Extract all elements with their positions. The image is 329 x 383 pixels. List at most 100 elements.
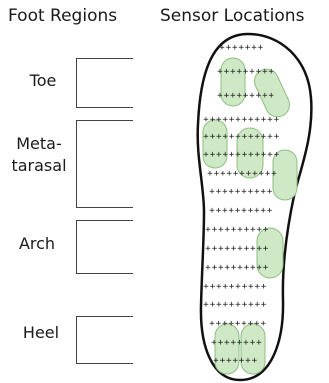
sensor-marker: + xyxy=(235,282,241,292)
sensor-marker: + xyxy=(254,115,260,125)
sensor-marker: + xyxy=(216,300,222,310)
sensor-marker: + xyxy=(213,356,219,366)
sensor-marker: + xyxy=(231,263,237,273)
sensor-marker: + xyxy=(216,150,222,160)
sensor-marker: + xyxy=(241,187,247,197)
sensor-marker: + xyxy=(203,115,209,125)
sensor-marker: + xyxy=(229,150,235,160)
sensor-marker: + xyxy=(254,206,260,216)
sensor-marker: + xyxy=(261,150,267,160)
sensor-marker: + xyxy=(216,319,222,329)
sensor-marker: + xyxy=(228,187,234,197)
sensor-marker: + xyxy=(252,356,258,366)
sensor-marker: + xyxy=(274,115,280,125)
sensor-marker: + xyxy=(236,91,242,101)
sensor-marker: + xyxy=(244,244,250,254)
sensor-marker: + xyxy=(203,300,209,310)
sensor-marker: + xyxy=(218,338,224,348)
sensor-marker: + xyxy=(212,225,218,235)
sensor-marker: + xyxy=(228,206,234,216)
sensor-marker: + xyxy=(251,43,257,53)
sensor-marker: + xyxy=(256,338,262,348)
sensor-marker: + xyxy=(250,244,256,254)
sensor-marker: + xyxy=(222,115,228,125)
sensor-marker: + xyxy=(203,282,209,292)
sensor-marker: + xyxy=(210,300,216,310)
sensor-marker: + xyxy=(222,150,228,160)
sensor-marker: + xyxy=(260,187,266,197)
sensor-marker: + xyxy=(267,132,273,142)
sensor-marker: + xyxy=(226,169,232,179)
sensor-marker: + xyxy=(256,225,262,235)
sensor-marker: + xyxy=(252,169,258,179)
sensor-marker: + xyxy=(224,244,230,254)
sensor-marker: + xyxy=(222,319,228,329)
sensor-marker: + xyxy=(260,206,266,216)
sensor-marker: + xyxy=(245,356,251,366)
sensor-marker: + xyxy=(260,319,266,329)
sensor-marker: + xyxy=(239,169,245,179)
sensor-marker: + xyxy=(242,282,248,292)
sensor-marker: + xyxy=(248,150,254,160)
sensor-marker: + xyxy=(219,43,225,53)
sensor-marker: + xyxy=(249,91,255,101)
sensor-marker: + xyxy=(243,91,249,101)
sensor-marker: + xyxy=(235,150,241,160)
sensor-marker: + xyxy=(263,225,269,235)
sensor-marker: + xyxy=(205,225,211,235)
sensor-marker: + xyxy=(218,244,224,254)
sensor-marker: + xyxy=(243,67,249,77)
sensor-marker: + xyxy=(246,169,252,179)
sensor-marker: + xyxy=(229,282,235,292)
sensor-marker: + xyxy=(248,115,254,125)
sensor-marker: + xyxy=(218,263,224,273)
sensor-marker: + xyxy=(224,225,230,235)
sensor-marker: + xyxy=(229,132,235,142)
sensor-marker: + xyxy=(220,169,226,179)
sensor-marker: + xyxy=(248,300,254,310)
sensor-marker: + xyxy=(244,225,250,235)
sensor-marker: + xyxy=(217,91,223,101)
sensor-marker: + xyxy=(263,263,269,273)
sensor-marker: + xyxy=(235,319,241,329)
sensor-marker: + xyxy=(210,282,216,292)
sensor-marker: + xyxy=(254,282,260,292)
sensor-marker: + xyxy=(238,43,244,53)
sensor-marker: + xyxy=(248,132,254,142)
sensor-marker: + xyxy=(218,225,224,235)
sensor-marker: + xyxy=(237,338,243,348)
sensor-marker: + xyxy=(249,67,255,77)
sensor-marker: + xyxy=(230,338,236,348)
sensor-marker: + xyxy=(268,91,274,101)
sensor-marker: + xyxy=(254,150,260,160)
sensor-marker: + xyxy=(239,356,245,366)
sensor-marker: + xyxy=(243,338,249,348)
sensor-marker: + xyxy=(242,132,248,142)
sensor-marker: + xyxy=(244,263,250,273)
sensor-marker: + xyxy=(235,132,241,142)
sensor-marker: + xyxy=(216,187,222,197)
sensor-marker: + xyxy=(230,67,236,77)
sensor-marker: + xyxy=(224,91,230,101)
sensor-marker: + xyxy=(236,67,242,77)
sensor-marker: + xyxy=(228,319,234,329)
sensor-marker: + xyxy=(242,150,248,160)
sensor-marker: + xyxy=(258,169,264,179)
sensor-marker: + xyxy=(250,263,256,273)
sensor-marker: + xyxy=(216,206,222,216)
sensor-marker: + xyxy=(222,300,228,310)
sensor-marker: + xyxy=(217,67,223,77)
sensor-marker: + xyxy=(258,43,264,53)
sensor-marker: + xyxy=(209,319,215,329)
sensor-marker: + xyxy=(222,132,228,142)
sensor-marker: + xyxy=(209,187,215,197)
sensor-marker: + xyxy=(235,187,241,197)
sensor-marker: + xyxy=(231,225,237,235)
sensor-marker: + xyxy=(229,300,235,310)
sensor-marker: + xyxy=(210,132,216,142)
sensor-marker: + xyxy=(262,91,268,101)
sensor-marker: + xyxy=(242,115,248,125)
sensor-marker: + xyxy=(203,132,209,142)
sensor-marker: + xyxy=(207,169,213,179)
